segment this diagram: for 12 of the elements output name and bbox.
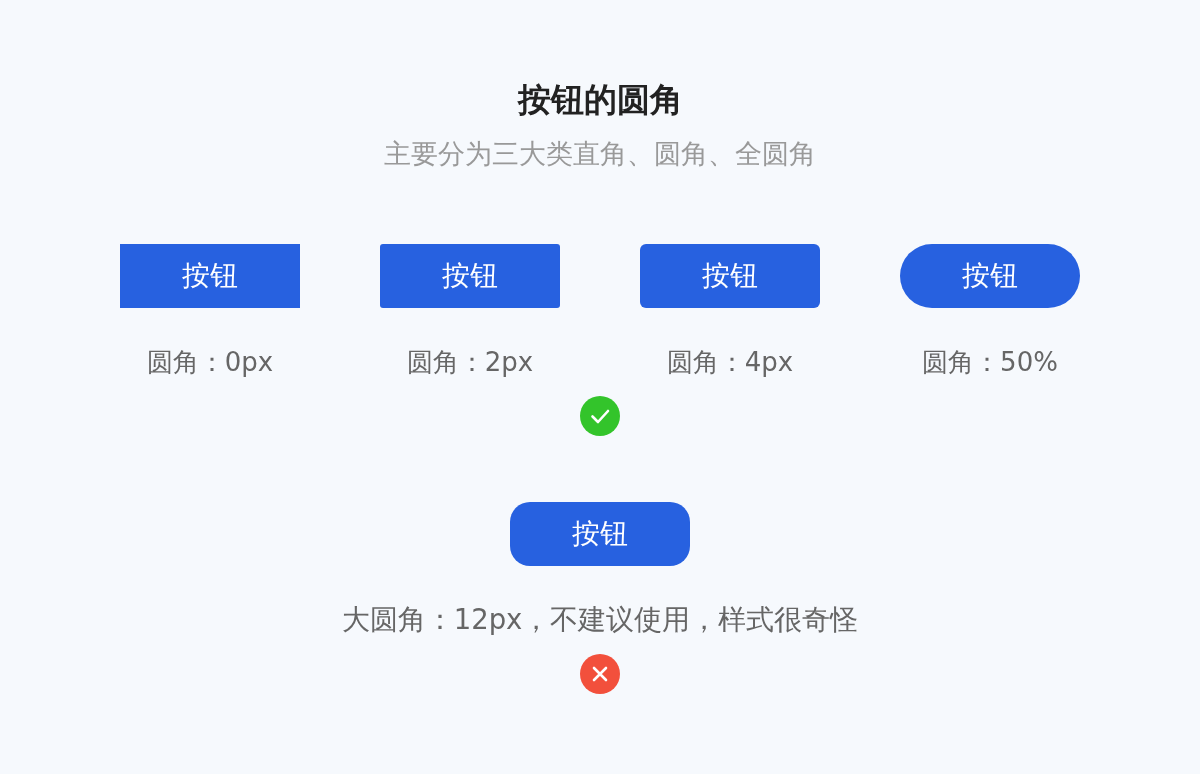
radius-label: 圆角：50% bbox=[922, 346, 1058, 379]
subtitle: 主要分为三大类直角、圆角、全圆角 bbox=[384, 138, 816, 169]
button: 按钮 bbox=[900, 244, 1080, 308]
title: 按钮的圆角 bbox=[517, 80, 683, 119]
radius-label: 圆角：4px bbox=[666, 346, 794, 379]
radius-label: 大圆角：12px，不建议使用，样式很奇怪 bbox=[341, 602, 859, 636]
radius-label: 圆角：2px bbox=[406, 346, 534, 379]
button: 按钮 bbox=[640, 244, 820, 308]
radius-label: 圆角：0px bbox=[146, 346, 274, 379]
button: 按钮 bbox=[120, 244, 300, 308]
button: 按钮 bbox=[510, 502, 690, 566]
button: 按钮 bbox=[380, 244, 560, 308]
